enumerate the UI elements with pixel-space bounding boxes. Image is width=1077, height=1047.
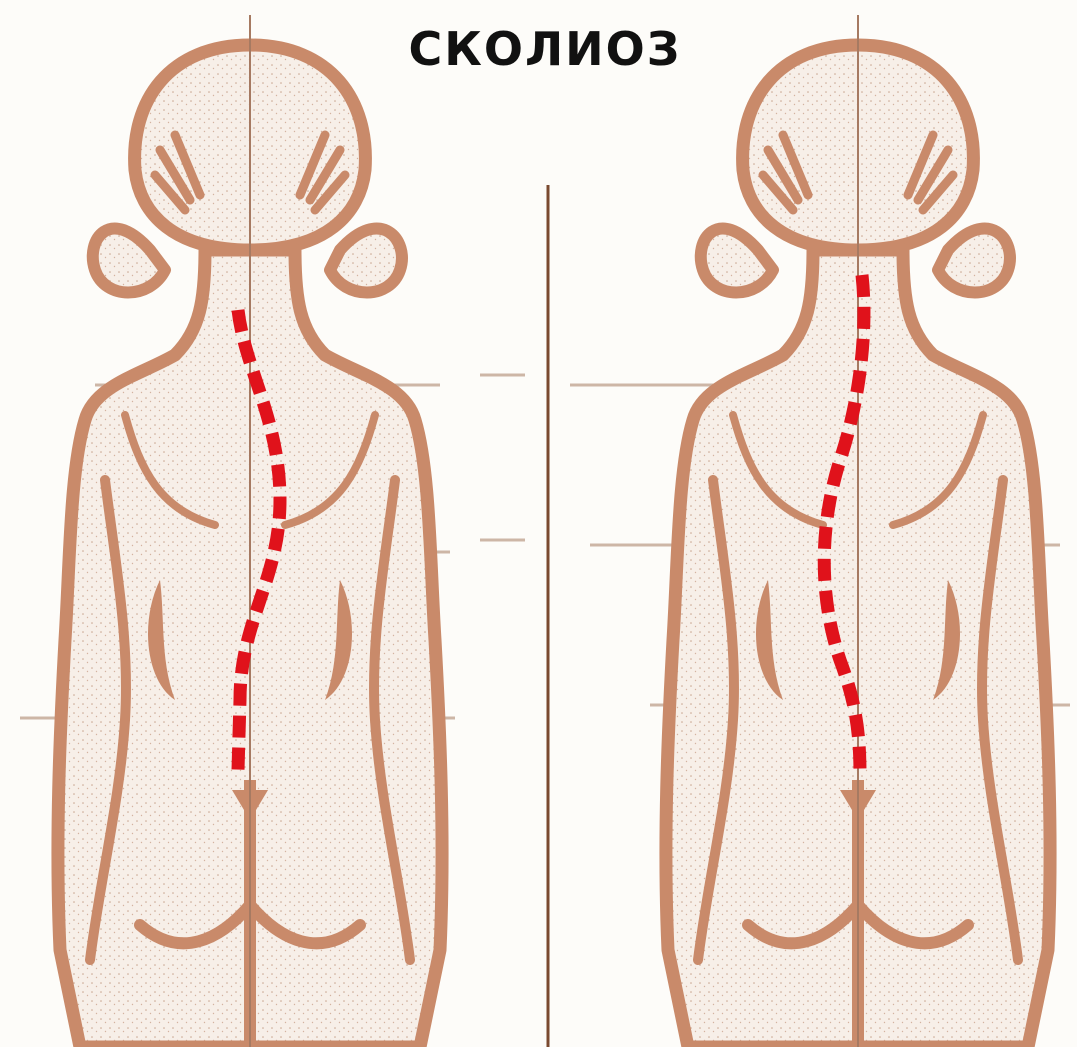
figure-right [666, 15, 1050, 1047]
figure-left [58, 15, 442, 1047]
